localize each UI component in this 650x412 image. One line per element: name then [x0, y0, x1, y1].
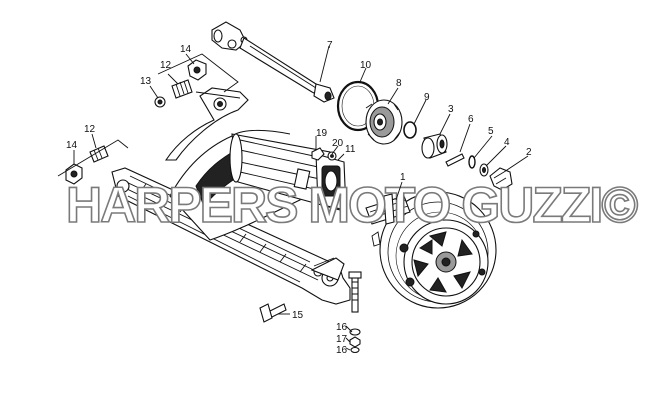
callout-8: 8 [396, 78, 402, 89]
bolt-16-17 [348, 271, 362, 354]
callout-bracket-lower [57, 139, 129, 177]
watermark-text: HARPERS MOTO GUZZI© [66, 177, 638, 233]
callout-14-lower: 14 [66, 140, 78, 151]
o-ring-5 [468, 155, 476, 169]
bevel-gear-8 [365, 99, 403, 145]
callout-15: 15 [292, 310, 304, 321]
callout-13: 13 [140, 76, 152, 87]
callout-12-upper: 12 [160, 60, 172, 71]
callout-3: 3 [448, 104, 454, 115]
leader-lines [73, 45, 529, 351]
callout-16-top: 16 [336, 322, 348, 333]
pivot-pin-12-upper [171, 79, 193, 99]
nut-2 [489, 167, 513, 191]
pivot-pin-12-lower [89, 145, 109, 163]
wheel-hub-1 [365, 191, 497, 309]
callout-4: 4 [504, 137, 510, 148]
callout-10: 10 [360, 60, 372, 71]
washer-4 [479, 163, 489, 177]
callout-19: 19 [316, 128, 328, 139]
callout-labels: 1 2 3 4 5 6 7 8 9 10 11 12 12 13 14 14 1… [66, 40, 532, 356]
callout-1: 1 [400, 172, 406, 183]
bolt-15 [259, 303, 287, 323]
callout-16-bottom: 16 [336, 345, 348, 356]
pin-6 [445, 153, 465, 167]
callout-7: 7 [327, 40, 333, 51]
washer-20 [327, 151, 337, 161]
callout-11: 11 [345, 144, 356, 155]
nut-19 [311, 147, 325, 161]
callout-20: 20 [332, 138, 344, 149]
bearing-3 [421, 133, 448, 159]
drive-shaft [211, 21, 335, 103]
callout-5: 5 [488, 126, 494, 137]
callout-2: 2 [526, 147, 532, 158]
callout-6: 6 [468, 114, 474, 125]
callout-bracket-upper [157, 53, 239, 93]
callout-12-lower: 12 [84, 124, 96, 135]
callout-14-upper: 14 [180, 44, 192, 55]
washer-13 [154, 96, 166, 108]
locknut-14-upper [187, 59, 207, 81]
callout-9: 9 [424, 92, 430, 103]
callout-17: 17 [336, 334, 348, 345]
o-ring-9 [403, 121, 417, 139]
